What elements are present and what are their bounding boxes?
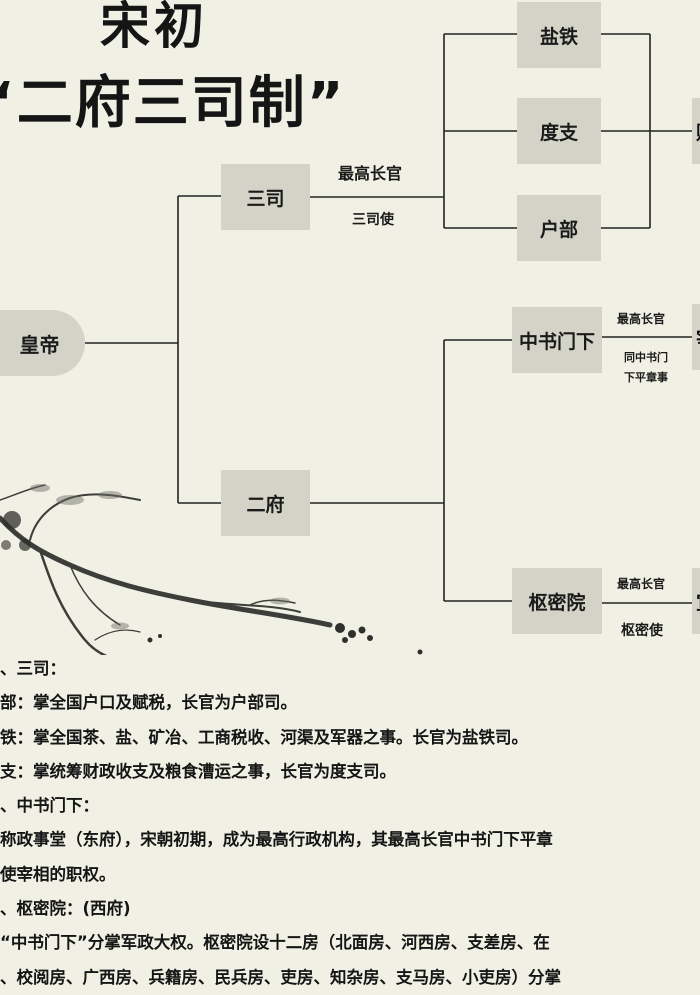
title-line-2: “二府三司制” [0,71,346,136]
sansi-node: 三司 [221,164,310,230]
emperor-node: 皇帝 [0,310,85,376]
text-line: 支：掌统筹财政收支及粮食漕运之事，长官为度支司。 [0,761,396,781]
ink-branch-decoration [0,484,423,655]
text-line: 、中书门下： [0,796,99,816]
text-line: 部：掌全国户口及赋税，长官为户部司。 [0,693,297,713]
sansi-edge-label-top: 最高长官 [338,164,403,183]
connector-lines [85,33,692,604]
zhongshu-menxia-node: 中书门下 [512,307,602,373]
shumi-edge-label-bottom: 枢密使 [621,623,663,639]
clipped-node-cai: 财 [692,98,700,164]
yantie-node: 盐铁 [517,2,601,68]
text-line: 、枢密院：(西府) [0,899,131,919]
text-line: 使宰相的职权。 [0,864,116,884]
text-line: 、校阅房、广西房、兵籍房、民兵房、吏房、知杂房、支马房、小吏房）分掌 [0,967,561,987]
description-text: 、三司： 部：掌全国户口及赋税，长官为户部司。 铁：掌全国茶、盐、矿冶、工商税收… [0,652,700,995]
shumiyuan-node: 枢密院 [512,568,602,634]
text-line: “中书门下”分掌军政大权。枢密院设十二房（北面房、河西房、支差房、在 [0,933,550,953]
title-line-1: 宋初 [100,0,208,55]
org-diagram: 宋初 “二府三司制” 皇帝 三司 二府 盐铁 度支 户部 中书门下 枢密院 财 … [0,0,700,655]
text-line: 称政事堂（东府），宋朝初期，成为最高行政机构，其最高长官中书门下平章 [0,830,553,850]
zhongshu-edge-label-bottom-1: 同中书门 [624,351,668,364]
sansi-edge-label-bottom: 三司使 [352,212,394,228]
text-line: 、三司： [0,659,66,678]
zhongshu-edge-label-bottom-2: 下平章事 [624,371,668,384]
erfu-node: 二府 [221,470,310,536]
duzhi-node: 度支 [517,98,601,164]
clipped-node-zai: 宰 [692,304,700,370]
hubu-node: 户部 [517,195,601,261]
clipped-node-xuan: 宣 [692,568,700,634]
zhongshu-edge-label-top: 最高长官 [617,312,666,326]
text-line: 铁：掌全国茶、盐、矿冶、工商税收、河渠及军器之事。长官为盐铁司。 [0,727,528,747]
shumi-edge-label-top: 最高长官 [617,577,666,591]
